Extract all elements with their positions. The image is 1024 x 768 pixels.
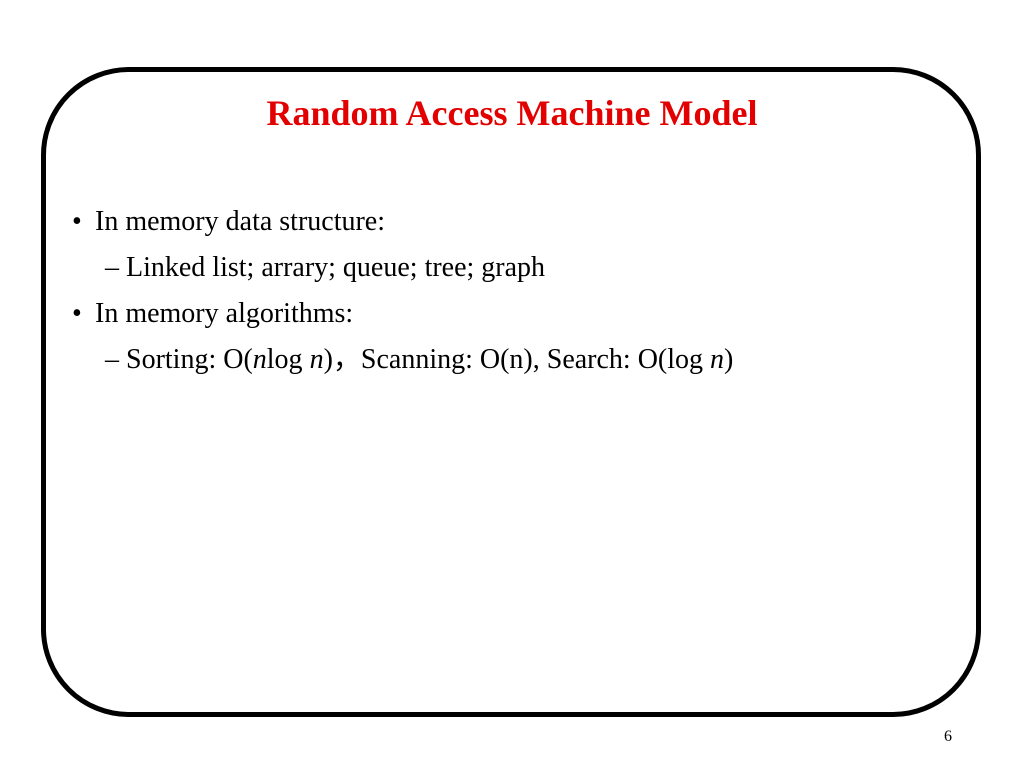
sub-bullet-item-data-structure-list: –Linked list; arrary; queue; tree; graph (105, 249, 952, 287)
sub-bullet-marker: – (105, 344, 119, 375)
sub-bullet-text: Linked list; arrary; queue; tree; graph (126, 252, 546, 283)
bullet-marker: • (72, 298, 82, 329)
sub-bullet-marker: – (105, 252, 119, 283)
sub-bullet-item-complexities: –Sorting: O(nlog n)，Scanning: O(n), Sear… (105, 341, 952, 379)
page-number: 6 (944, 728, 952, 745)
complexity-text-part: )，Scanning: O(n), Search: O(log (323, 344, 711, 375)
complexity-text-part: Sorting: O( (126, 344, 253, 375)
complexity-variable-n: n (710, 344, 725, 375)
slide-title: Random Access Machine Model (266, 93, 758, 133)
bullet-item-algorithms: • In memory algorithms: (72, 295, 952, 333)
bullet-text: In memory data structure: (95, 206, 386, 237)
bullet-marker: • (72, 206, 82, 237)
slide-border-frame (41, 67, 981, 717)
bullet-item-data-structures: • In memory data structure: (72, 203, 952, 241)
bullet-text: In memory algorithms: (95, 298, 354, 329)
complexity-text-part: log (266, 344, 310, 375)
complexity-text-part: ) (724, 344, 734, 375)
complexity-variable-n: n (252, 344, 267, 375)
bullet-list: • In memory data structure: –Linked list… (72, 203, 952, 387)
complexity-variable-n: n (309, 344, 324, 375)
